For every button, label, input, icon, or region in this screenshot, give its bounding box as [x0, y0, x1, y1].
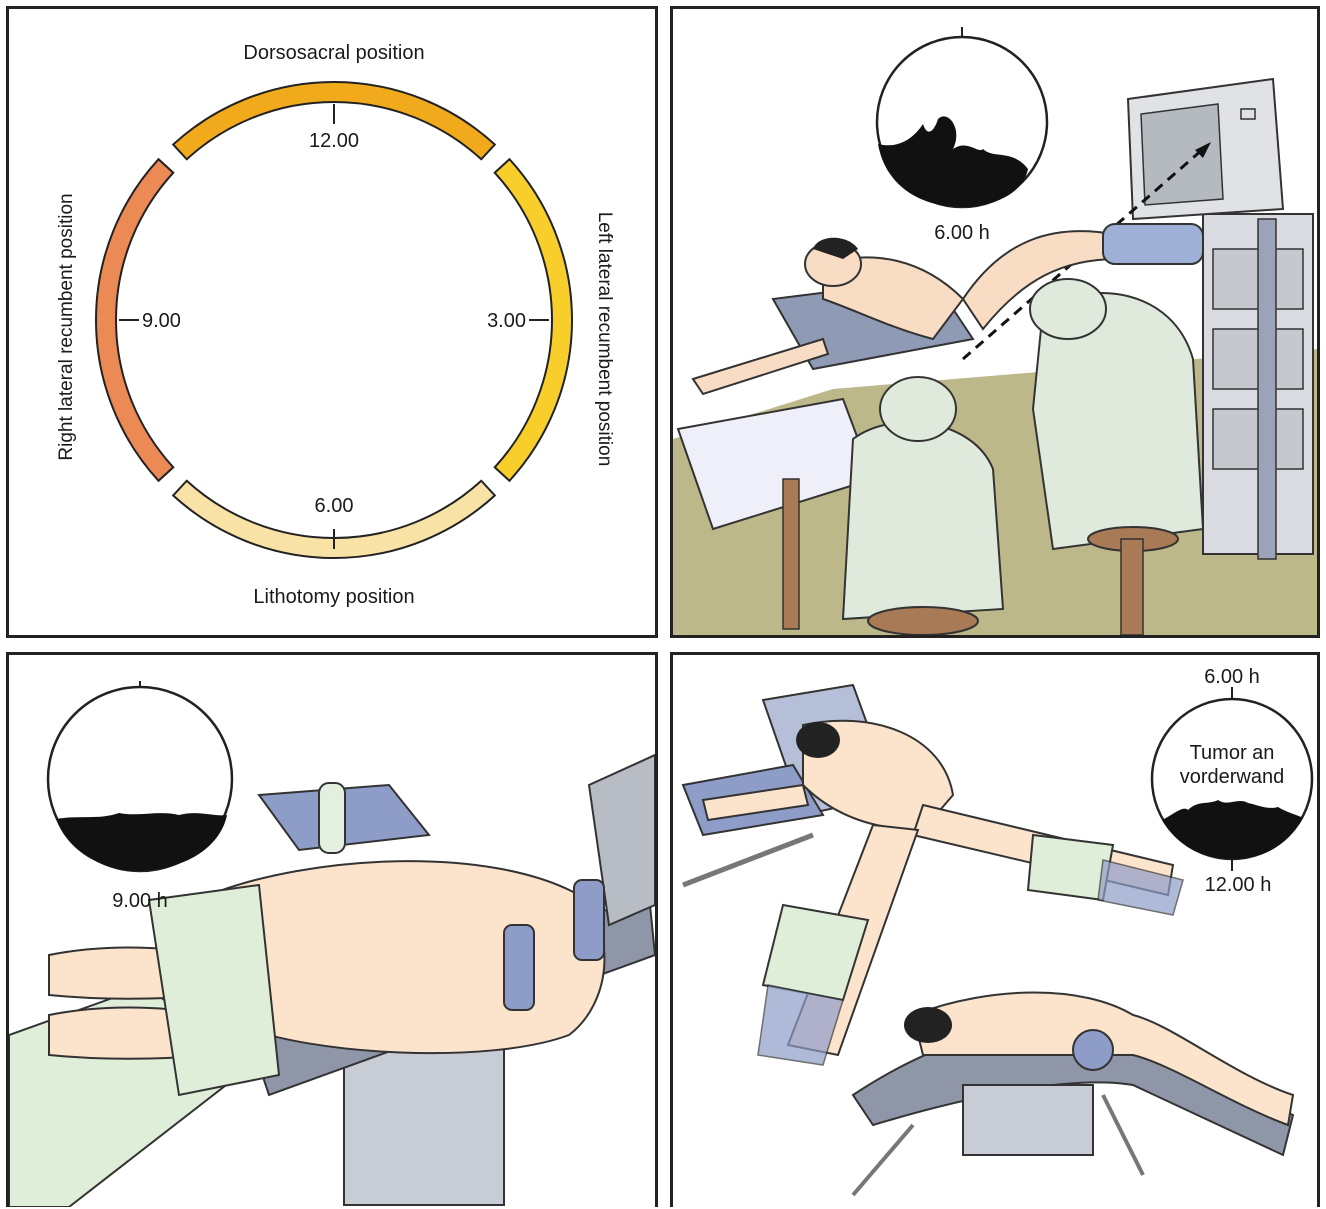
arm-strap — [318, 782, 346, 854]
clock-position-diagram: Dorsosacral position 12.00 6.00 Lithotom… — [6, 6, 658, 638]
patient-head — [796, 722, 840, 758]
right-lateral-label: Right lateral recumbent position — [56, 193, 77, 460]
dorsosacral-label: Dorsosacral position — [243, 42, 424, 64]
endoscopic-view — [46, 681, 234, 873]
clock-svg: Dorsosacral position 12.00 6.00 Lithotom… — [56, 42, 615, 608]
hip-support-2 — [573, 879, 605, 961]
joint-knob — [1072, 1029, 1114, 1071]
leg-holder — [1102, 223, 1204, 265]
lateral-illustration: 9.00 h — [9, 681, 655, 1207]
stool-left — [867, 606, 979, 635]
view-bottom-label: 12.00 h — [1205, 874, 1272, 896]
left-lateral-label: Left lateral recumbent position — [594, 212, 615, 467]
patient-arm — [691, 337, 830, 396]
tumor-label-line1: Tumor an — [1190, 742, 1275, 764]
prone-illustration: 6.00 h Tumor an vorderwand 12.00 h — [681, 666, 1314, 1197]
view-clock-label: 9.00 h — [112, 890, 168, 912]
prone-scene: 6.00 h Tumor an vorderwand 12.00 h — [670, 652, 1320, 1207]
arc-lithotomy — [171, 479, 497, 559]
arc-left-lateral — [493, 157, 573, 483]
lithotomy-label: Lithotomy position — [253, 586, 414, 608]
view-clock-label: 6.00 h — [934, 222, 990, 244]
endoscopy-tower — [1202, 213, 1314, 560]
clock-3-label: 3.00 — [487, 310, 526, 332]
clock-12-label: 12.00 — [309, 130, 359, 152]
pillar — [587, 753, 655, 927]
endoscopic-view — [875, 27, 1049, 209]
lithotomy-scene: 6.00 h — [670, 6, 1320, 638]
hip-support-1 — [503, 924, 535, 1011]
view-top-label: 6.00 h — [1204, 666, 1260, 688]
patient-back — [802, 719, 955, 832]
clock-9-label: 9.00 — [142, 310, 181, 332]
tumor-silhouette — [56, 813, 227, 871]
endoscopic-view — [1150, 687, 1314, 871]
tumor-silhouette — [1162, 800, 1303, 859]
arrow-head-icon — [1195, 142, 1211, 158]
lateral-scene: 9.00 h — [6, 652, 658, 1207]
arc-dorsosacral — [171, 81, 497, 161]
lower-table-base — [962, 1084, 1094, 1156]
lower-patient-head — [904, 1007, 952, 1043]
upper-support-bar — [682, 832, 814, 888]
surgeon-left — [841, 421, 1005, 621]
lithotomy-illustration: 6.00 h — [673, 27, 1317, 635]
lower-patient — [911, 991, 1295, 1127]
clock-6-label: 6.00 — [315, 495, 354, 517]
monitor-button-icon — [1240, 108, 1256, 120]
tumor-label-line2: vorderwand — [1180, 766, 1285, 788]
patient-arm — [701, 783, 810, 822]
tumor-silhouette — [878, 116, 1028, 207]
knee-pad — [147, 883, 281, 1097]
arc-right-lateral — [95, 157, 175, 483]
position-arcs — [95, 81, 573, 559]
